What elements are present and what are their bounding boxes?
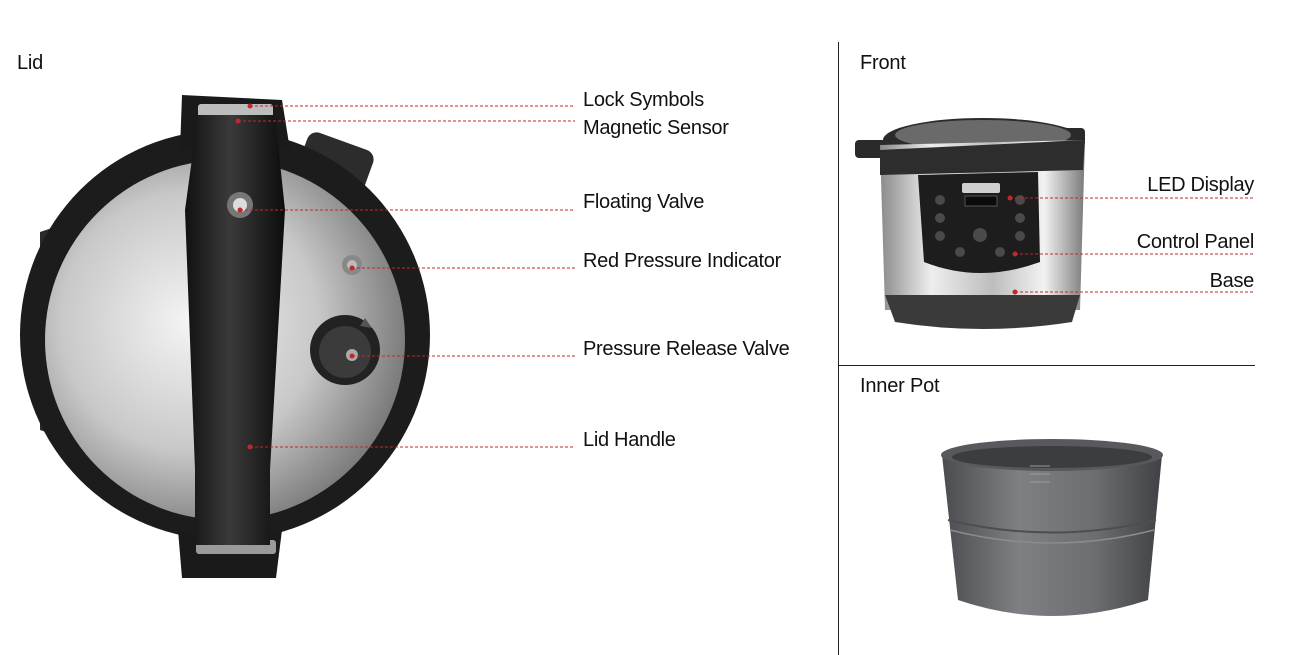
section-title-front: Front <box>860 52 906 74</box>
label-magnetic-sensor: Magnetic Sensor <box>583 117 729 139</box>
horizontal-divider <box>838 365 1255 366</box>
label-base: Base <box>1209 270 1255 292</box>
label-lock-symbols: Lock Symbols <box>583 89 704 111</box>
label-red-pressure-indicator: Red Pressure Indicator <box>583 250 781 272</box>
vertical-divider <box>838 42 839 655</box>
lid-illustration <box>20 95 430 578</box>
label-control-panel: Control Panel <box>1136 231 1255 253</box>
label-led-display: LED Display <box>1147 174 1254 196</box>
section-title-inner-pot: Inner Pot <box>860 375 940 397</box>
front-illustration <box>855 118 1085 329</box>
label-lid-handle: Lid Handle <box>583 429 676 451</box>
label-pressure-release-valve: Pressure Release Valve <box>583 338 790 360</box>
label-floating-valve: Floating Valve <box>583 191 705 213</box>
section-title-lid: Lid <box>17 52 44 74</box>
inner-pot-illustration <box>941 439 1163 616</box>
